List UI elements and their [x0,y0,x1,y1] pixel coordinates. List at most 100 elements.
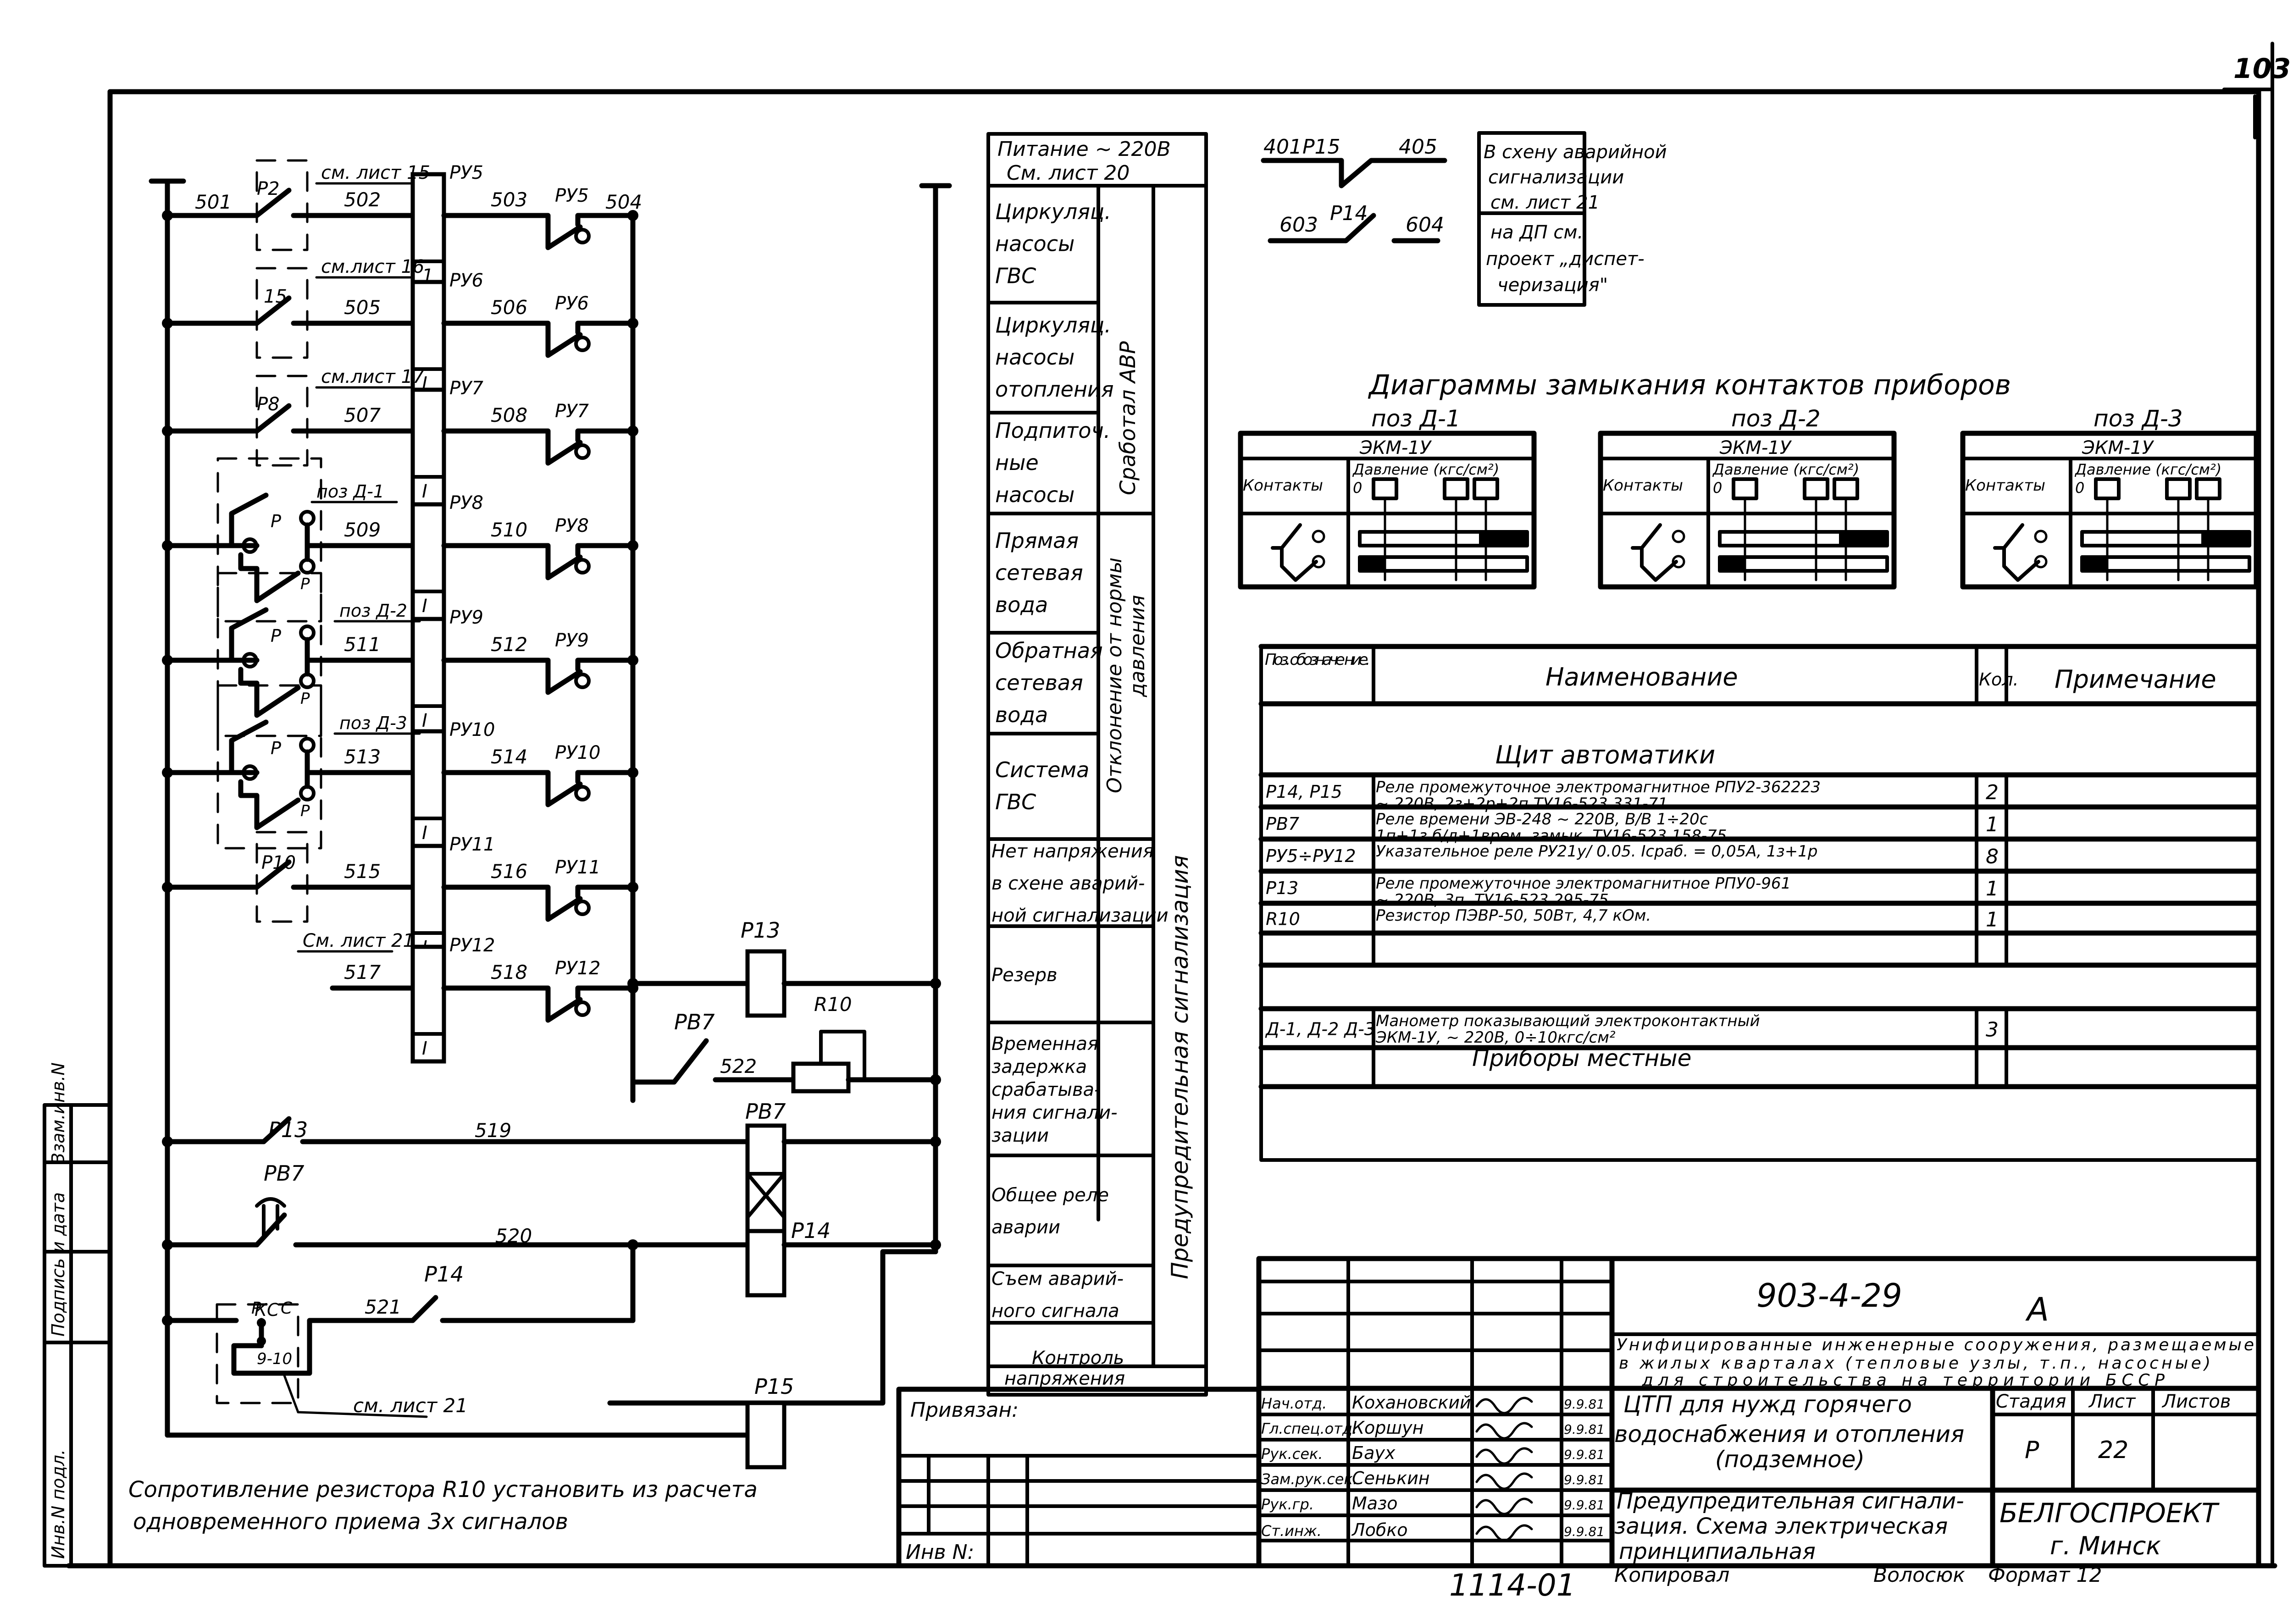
spec-qty: 8 [1986,845,1999,868]
closing-bar-1-fill [1479,532,1527,546]
sheet-ref: см.лист 16 [321,256,424,277]
inv-label: Инв N: [906,1541,974,1564]
contact-dashed-box [255,267,309,359]
function-row-label: насосы [995,482,1074,507]
wire-521: 521 [365,1296,401,1318]
label-ks-p: Р [251,1299,261,1318]
label-pb7-contact2: РВ7 [264,1161,305,1186]
contact-terminal [1312,530,1325,543]
coil-p14 [745,1229,786,1298]
coil-flag: I [422,596,427,617]
contact-terminal [1672,530,1685,543]
signer-date: 9.9.81 [1564,1524,1605,1539]
contact-terminal [2034,555,2048,569]
spec-qty: 3 [1986,1018,1999,1042]
bottom-code: 1114-01 [1449,1568,1576,1603]
pos-label: поз Д-3 [339,713,407,733]
label-ks-c: С [281,1299,293,1318]
signer-name: Кохановский [1352,1392,1471,1413]
signer-name: Коршун [1352,1418,1423,1438]
wire-number-right: 514 [491,746,527,768]
sheet-ref: См. лист 21 [303,930,415,951]
sheet-title-line2: зация. Схема электрическая [1614,1514,1948,1539]
spec-pos: Р14, Р15 [1266,782,1342,802]
sheets-label: Листов [2161,1391,2231,1412]
copied-label: Копировал [1614,1563,1729,1587]
diagram-model: ЭКМ-1У [1719,437,1792,458]
setpoint-box [2094,477,2121,500]
spec-name: Реле промежуточное электромагнитное РПУ0… [1376,874,1791,893]
closing-bar-1-fill [2201,532,2249,546]
contact-glyph [2002,546,2040,582]
wire-519: 519 [475,1119,511,1142]
function-row-label: вода [995,592,1048,617]
function-row-label: ГВС [995,790,1036,814]
wire-number-left: 515 [344,860,381,883]
project-title-line1: Унифицированные инженерные сооружения, р… [1617,1336,2254,1354]
signer-name: Сенькин [1352,1468,1430,1488]
spec-name: Реле времени ЭВ-248 ~ 220В, В/В 1÷20с [1376,810,1708,829]
title-block-grid [896,1256,2261,1569]
side-stamp-label-signature: Подпись и дата [48,1192,68,1337]
diagram-frame [1598,431,1897,590]
output-contacts [1261,131,1586,307]
p-label: Р [300,690,310,708]
terminal [242,537,258,554]
copied-name: Волосюк [1873,1563,1965,1587]
contact-glyph [1631,523,1662,550]
coil-flag: I [422,823,427,844]
wire-number-left: 502 [344,188,381,211]
contact-glyph [1640,546,1678,582]
label-p13-contact: Р13 [268,1117,308,1142]
contact-blade [254,859,292,890]
coil-label: РУ9 [449,607,483,628]
contact-terminal [1312,555,1325,569]
function-row-label: Циркуляц. [995,313,1111,337]
setpoint-box [1372,477,1398,500]
coil-label: РУ6 [449,270,483,291]
output-note2-line1: на ДП см. [1490,222,1583,243]
format-label: Формат 12 [1988,1563,2102,1587]
label-p13: Р13 [741,918,780,943]
function-row-label: ные [995,450,1039,475]
device-dashed-box [216,684,322,850]
wire-504: 504 [605,191,642,213]
spec-section-1: Щит автоматики [1495,740,1715,769]
diagram-contacts-label: Контакты [1603,476,1683,495]
contact-label: Р8 [257,394,280,415]
diagram-zero: 0 [2075,479,2084,497]
wire-number-left: 507 [344,404,381,426]
lower-circuits [92,93,941,1469]
diagram-zero: 0 [1713,479,1722,497]
signer-role: Рук.гр. [1261,1496,1314,1513]
sheet-label: Лист [2088,1391,2136,1412]
coil-flag: I [422,710,427,731]
diagram-frame [1238,431,1537,590]
signer-date: 9.9.81 [1564,1397,1605,1412]
contact-terminal [1672,555,1685,569]
contact-terminal [574,336,591,352]
spec-header-name: Наименование [1545,663,1738,691]
function-row-label: Резерв [991,965,1058,986]
project-title-line3: для строительства на территории БССР [1641,1371,2165,1390]
output-note1-line1: В схену аварийной [1484,142,1667,163]
wire-number-left: 511 [344,633,381,656]
coil-flag: I [422,481,427,502]
label-r10: R10 [814,993,852,1016]
rung-7: IРУ11516РУ11515Р10 [162,831,638,963]
function-row-label: задержка [991,1056,1087,1077]
setpoint-box [2165,477,2192,500]
contact-label: РУ10 [555,742,600,763]
function-row-label: Съем аварий- [991,1269,1124,1290]
side-stamp: Взам.инв.N Подпись и дата Инв.N подл. [43,1062,112,1568]
wire-520: 520 [495,1225,532,1247]
signer-name: Мазо [1352,1493,1398,1514]
spec-name: 1п+1з б/д+1врем. замык. ТУ16-523.158-75 [1376,827,1727,845]
function-row-label: сетевая [995,670,1083,695]
diagram-zero: 0 [1353,479,1362,497]
